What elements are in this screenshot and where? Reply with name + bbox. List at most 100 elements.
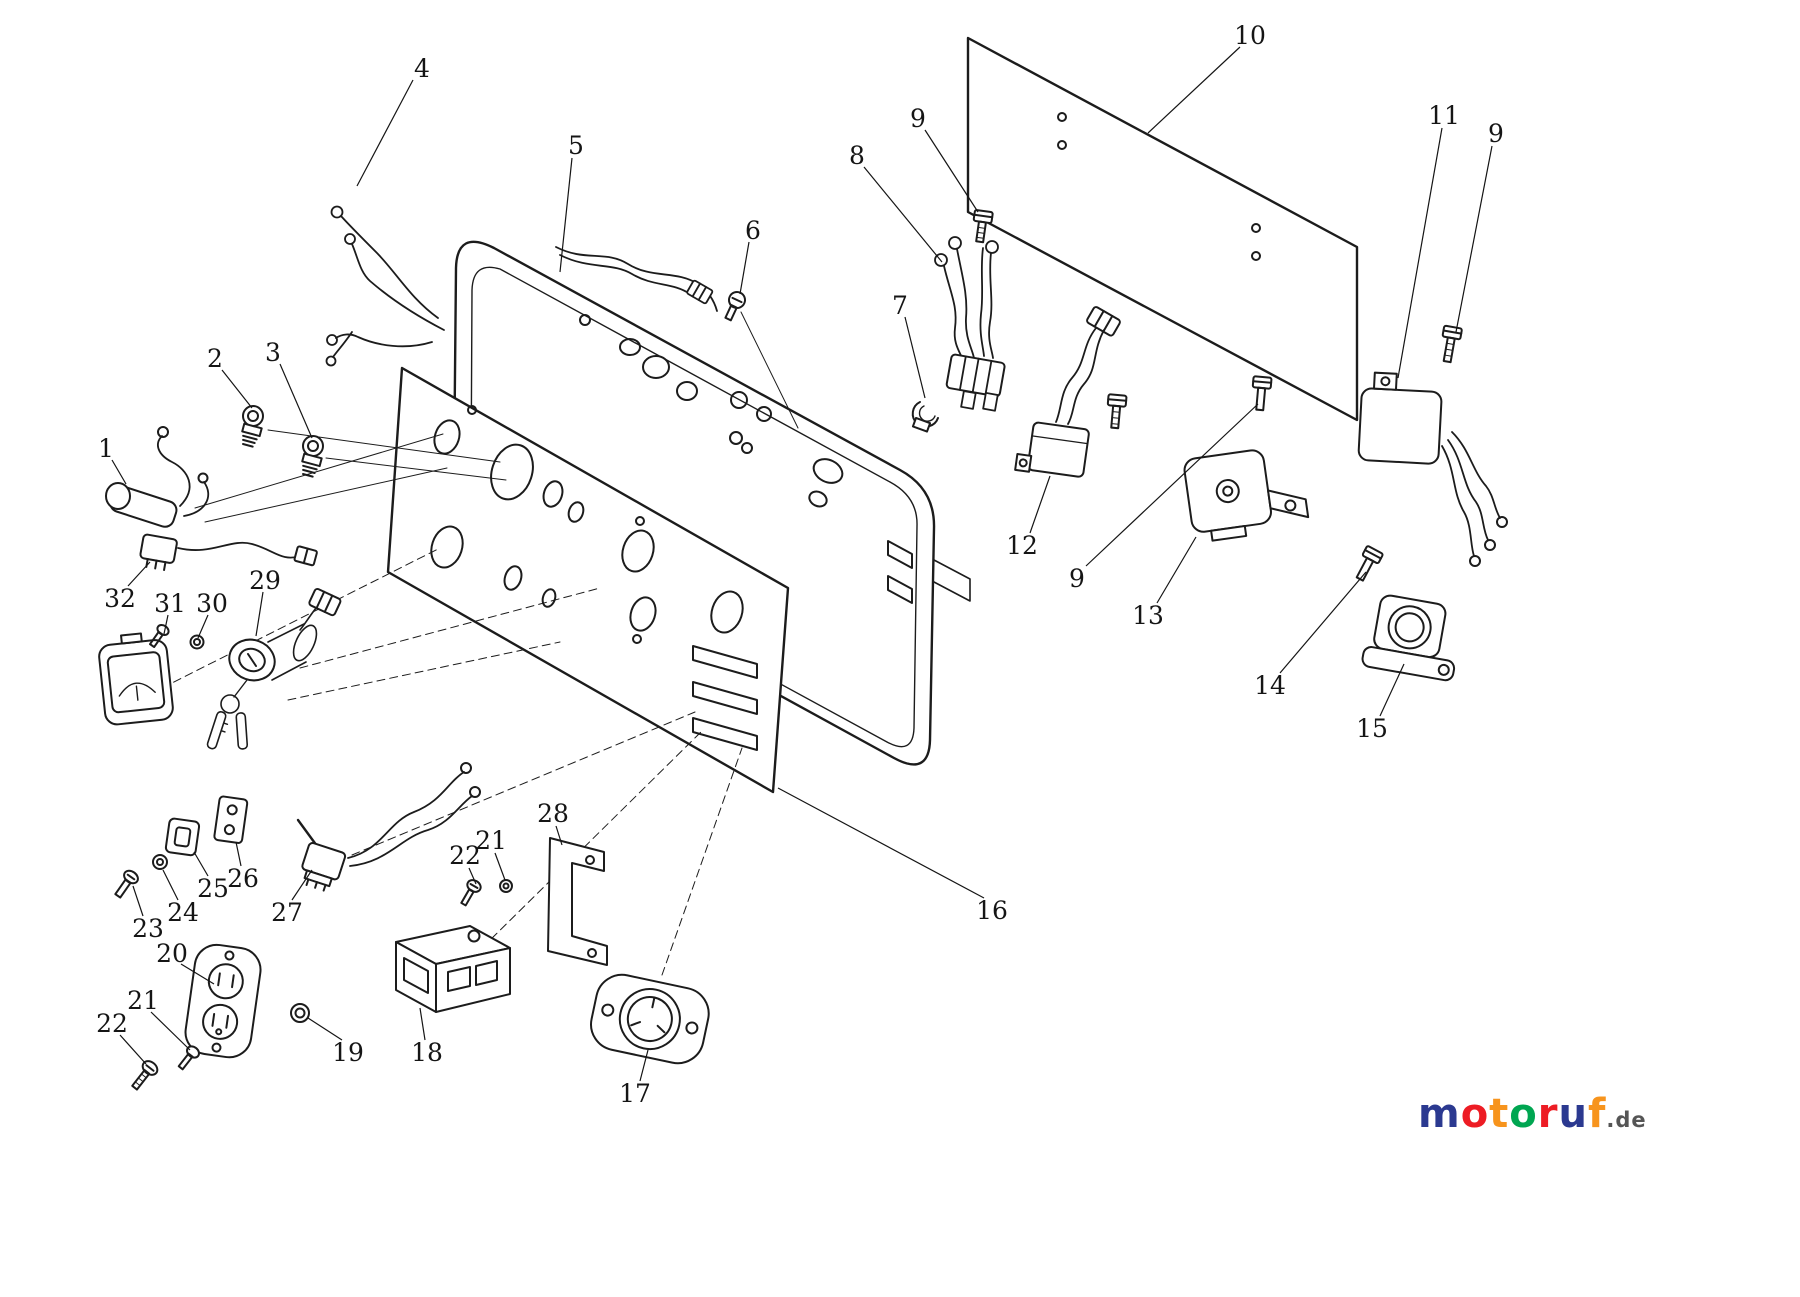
washer-part-21-upper (499, 879, 513, 893)
callout-number-30: 30 (196, 589, 228, 618)
twistlock-receptacle-part-17 (590, 973, 710, 1065)
nut-part-19 (290, 1003, 310, 1023)
watermark-letter: u (1558, 1091, 1588, 1137)
callout-leader-22 (119, 1034, 147, 1065)
callout-leader-19 (307, 1017, 343, 1041)
callout-number-9: 9 (1488, 119, 1504, 148)
watermark-letter: o (1509, 1091, 1538, 1137)
watermark-logo[interactable]: motoruf.de (1418, 1094, 1647, 1134)
callout-number-10: 10 (1234, 21, 1266, 50)
indicator-part-3 (301, 435, 324, 478)
callout-leader-26 (235, 841, 242, 867)
harness-wires-top (555, 246, 718, 312)
callout-number-7: 7 (892, 291, 908, 320)
callout-leader-27 (291, 869, 313, 901)
callout-number-28: 28 (537, 799, 569, 828)
callout-number-32: 32 (104, 584, 136, 613)
callout-number-21: 21 (127, 986, 159, 1015)
circuit-breaker-part-1 (105, 426, 210, 528)
alignment-lines-solid (194, 311, 799, 523)
callout-number-26: 26 (227, 864, 259, 893)
callout-leader-10 (1147, 46, 1241, 134)
callout-leader-3 (279, 363, 313, 439)
toggle-switch-part-27 (296, 762, 481, 892)
bolt-part-14 (1355, 545, 1384, 582)
callout-leader-21 (150, 1011, 191, 1051)
callout-number-18: 18 (411, 1038, 443, 1067)
callout-number-29: 29 (249, 566, 281, 595)
callout-leader-13 (1156, 536, 1197, 604)
callout-number-15: 15 (1356, 714, 1388, 743)
callout-number-24: 24 (167, 898, 199, 927)
callout-leader-12 (1029, 475, 1051, 534)
watermark-letter: t (1489, 1091, 1510, 1137)
callout-leader-16 (777, 787, 985, 899)
callout-number-9: 9 (910, 104, 926, 133)
watermark-letter: o (1460, 1091, 1490, 1137)
callout-number-22: 22 (449, 841, 481, 870)
callout-number-4: 4 (414, 54, 430, 83)
callout-number-12: 12 (1006, 531, 1038, 560)
callout-leader-25 (193, 851, 209, 877)
cable-clamp-part-7 (911, 401, 939, 433)
callout-number-31: 31 (154, 589, 186, 618)
callout-leader-31 (163, 614, 169, 635)
callout-leader-28 (555, 825, 563, 846)
callout-number-23: 23 (132, 914, 164, 943)
callout-leader-30 (197, 614, 209, 639)
callout-leader-29 (255, 591, 264, 637)
callout-leader-9 (1455, 145, 1493, 333)
callout-number-11: 11 (1428, 101, 1460, 130)
callout-leader-9 (1085, 403, 1259, 567)
callout-leader-20 (180, 963, 215, 985)
callout-leader-8 (863, 166, 943, 263)
ignition-switch-part-29 (206, 587, 342, 750)
callout-leader-11 (1397, 127, 1443, 379)
callout-number-3: 3 (265, 338, 281, 367)
callout-leader-15 (1379, 663, 1405, 717)
callout-number-27: 27 (271, 898, 303, 927)
watermark-letter: m (1418, 1091, 1461, 1137)
callout-number-9: 9 (1069, 564, 1085, 593)
alignment-lines-dashed (161, 547, 743, 976)
watermark-letter: f (1588, 1091, 1607, 1137)
breaker-module-part-18 (395, 925, 511, 1013)
callout-number-8: 8 (849, 141, 865, 170)
rear-panel-part-10 (966, 36, 1359, 422)
panel-frame-part-5 (452, 240, 971, 766)
washer-part-24 (152, 854, 168, 870)
bolt-part-9-right (1441, 324, 1463, 364)
screw-part-23 (114, 869, 139, 899)
callout-number-22: 22 (96, 1009, 128, 1038)
callout-leader-32 (127, 561, 151, 587)
watermark-domain-suffix: .de (1606, 1108, 1647, 1132)
callout-leader-7 (904, 316, 926, 399)
callout-leader-24 (162, 869, 179, 901)
callout-number-25: 25 (197, 874, 229, 903)
callout-leader-21 (494, 852, 506, 881)
callout-number-14: 14 (1254, 671, 1286, 700)
front-panel-part-16 (386, 366, 790, 794)
regulator-part-11 (1357, 371, 1508, 567)
nut-part-30 (189, 634, 205, 650)
callout-leader-22 (468, 867, 477, 885)
plate-part-26 (213, 795, 249, 844)
wire-leads-part-4 (325, 205, 445, 367)
callout-number-2: 2 (207, 344, 223, 373)
wire-harness-part-8 (934, 236, 1006, 412)
callout-number-19: 19 (332, 1038, 364, 1067)
connector-part-32 (139, 533, 318, 572)
callout-leader-1 (111, 459, 127, 485)
callout-leader-4 (356, 79, 414, 187)
callout-leader-17 (639, 1049, 649, 1082)
callout-leader-9 (924, 129, 979, 213)
coil-part-13 (1183, 449, 1310, 542)
callout-leader-23 (132, 885, 144, 917)
callout-number-20: 20 (156, 939, 188, 968)
bracket-part-28 (547, 837, 608, 966)
screw-part-22-upper (460, 879, 482, 907)
callout-number-16: 16 (976, 896, 1008, 925)
